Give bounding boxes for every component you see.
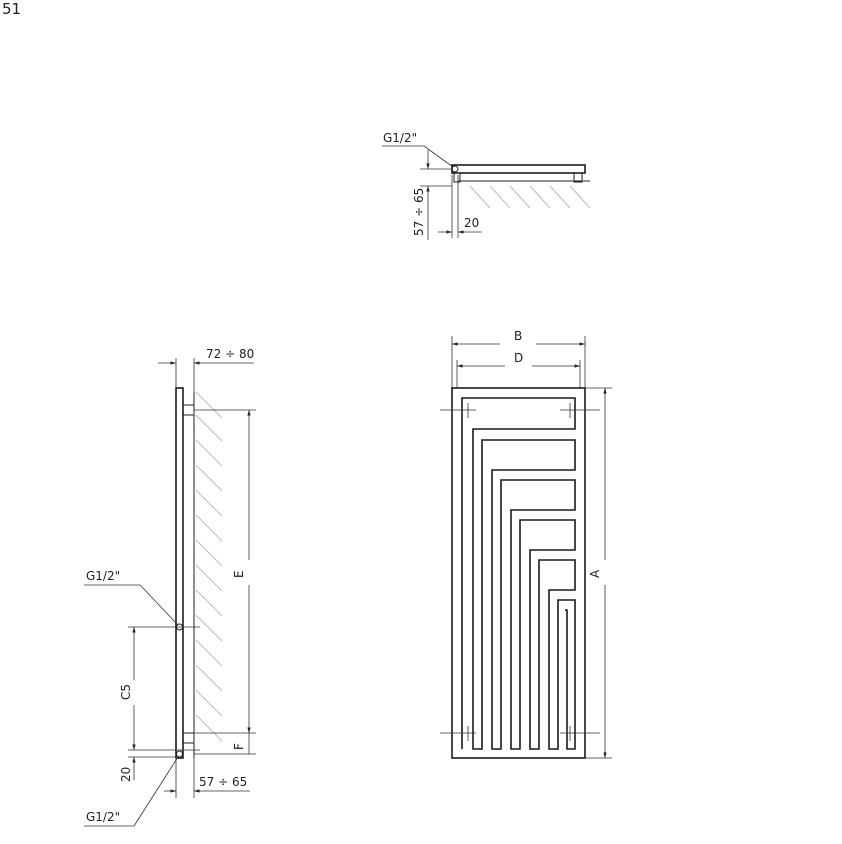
top-view-floor-hatch bbox=[458, 180, 591, 209]
side-view-depth-dim: 57 ÷ 65 bbox=[199, 775, 247, 789]
front-view-panel-pattern bbox=[461, 397, 576, 750]
side-view-top-bracket bbox=[182, 404, 195, 416]
side-view-bottom-connection bbox=[176, 750, 183, 758]
top-view-connection-label: G1/2" bbox=[383, 131, 417, 145]
side-view-dim-f: F bbox=[232, 743, 246, 750]
front-view-connection-marks bbox=[440, 403, 600, 741]
front-view: B D A bbox=[440, 329, 612, 759]
top-view-radiator-body bbox=[451, 164, 586, 174]
top-view-right-foot bbox=[573, 172, 583, 183]
side-view-connection-label-middle: G1/2" bbox=[86, 569, 120, 583]
side-view-dim-c5: C5 bbox=[119, 684, 133, 700]
top-view-height-dim: 57 ÷ 65 bbox=[412, 188, 426, 236]
top-view: G1/2" 57 ÷ 65 20 bbox=[382, 131, 591, 240]
front-view-dim-d: D bbox=[514, 351, 523, 365]
front-view-dim-b: B bbox=[514, 329, 522, 343]
top-view-left-foot bbox=[453, 172, 461, 183]
top-view-offset-dim: 20 bbox=[464, 216, 479, 230]
front-view-outer-frame bbox=[451, 387, 586, 759]
page-number: 51 bbox=[2, 0, 22, 18]
side-view-bottom-bracket bbox=[182, 732, 195, 744]
front-view-dim-a: A bbox=[588, 569, 602, 578]
side-view-dim-20: 20 bbox=[119, 767, 133, 782]
side-view: 72 ÷ 80 E F C5 20 57 ÷ 65 G1/2" bbox=[84, 347, 256, 827]
side-view-connection-label-bottom: G1/2" bbox=[86, 810, 120, 824]
side-view-wall-hatch bbox=[193, 391, 223, 758]
side-view-radiator bbox=[175, 387, 184, 759]
side-view-wall-distance-dim: 72 ÷ 80 bbox=[206, 347, 254, 361]
side-view-dim-e: E bbox=[232, 570, 246, 578]
